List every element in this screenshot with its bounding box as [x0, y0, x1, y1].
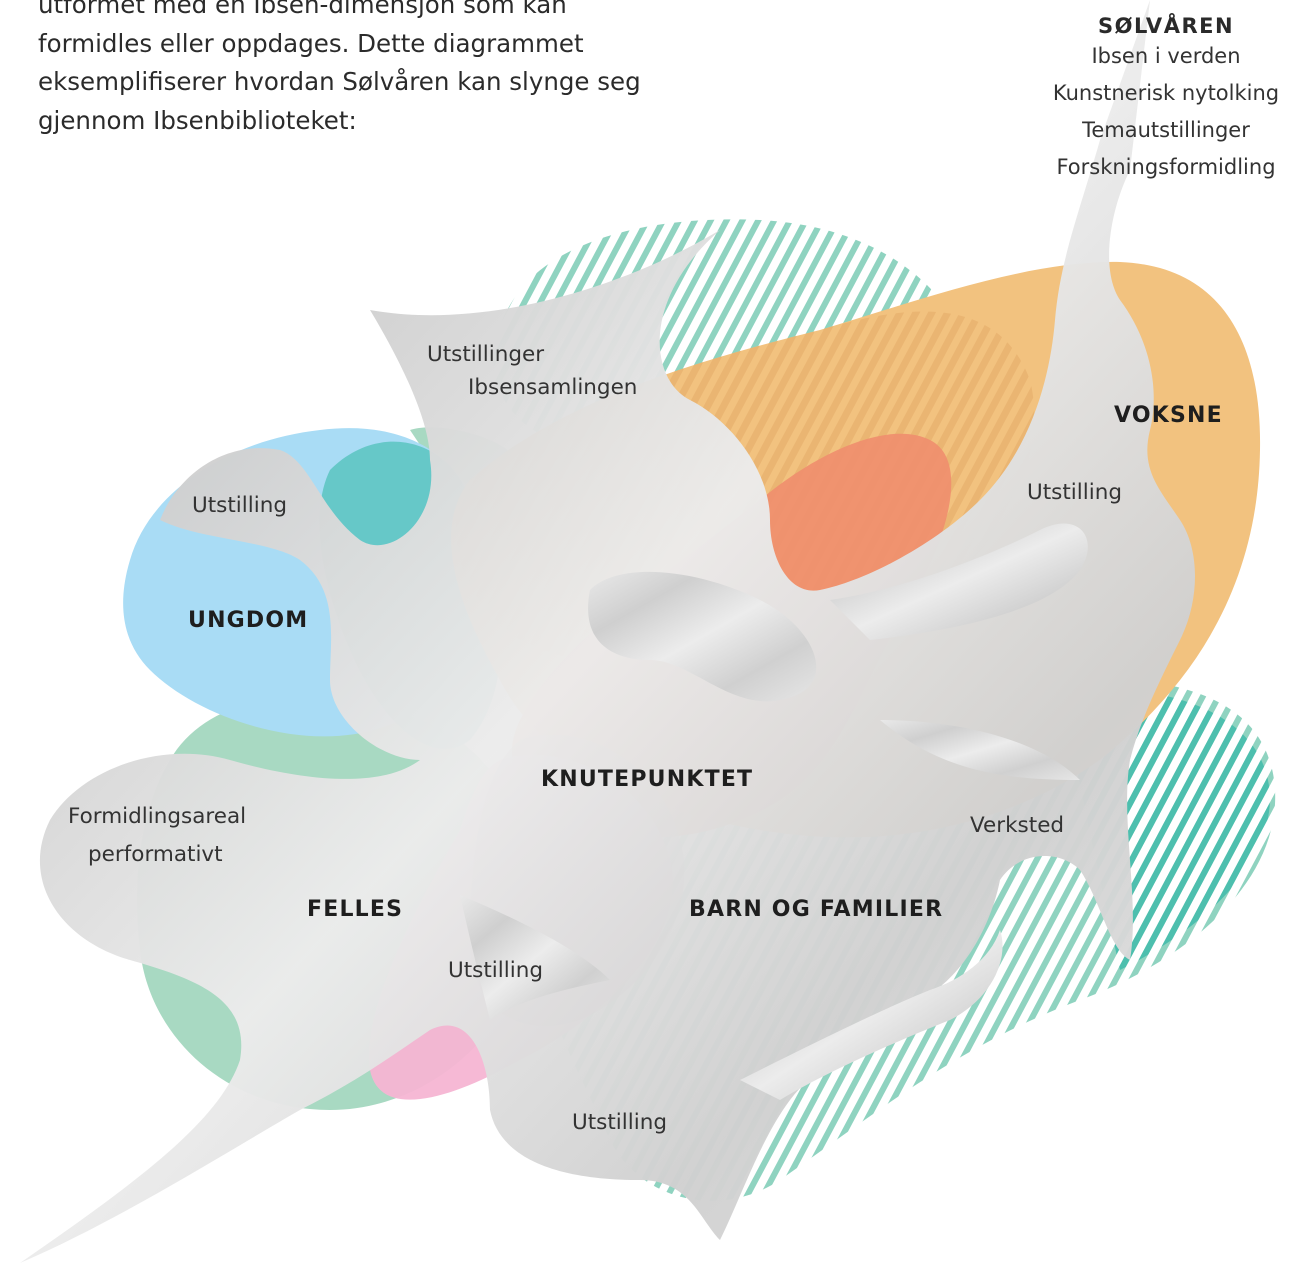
legend-item: Temautstillinger	[1082, 118, 1250, 142]
solvaren-bottom-branch	[740, 930, 1003, 1100]
intro-line: formidles eller oppdages. Dette diagramm…	[38, 28, 584, 58]
solvaren-upper-branch	[830, 523, 1088, 640]
intro-line: eksemplifiserer hvordan Sølvåren kan sly…	[38, 67, 641, 96]
zone-label-knutepunktet: KNUTEPUNKTET	[541, 767, 754, 792]
label-ibsensamlingen: Ibsensamlingen	[468, 375, 638, 400]
label-utstilling-voksne: Utstilling	[1027, 480, 1122, 505]
label-utstilling-felles: Utstilling	[448, 958, 543, 983]
intro-line: utformet med en Ibsen-dimensjon som kan	[38, 0, 567, 19]
intro-line: gjennom Ibsenbiblioteket:	[38, 105, 357, 135]
label-formidlingsareal: Formidlingsareal	[68, 804, 247, 829]
solvaren-right-branch	[880, 720, 1080, 780]
solvaren-felles-branch	[460, 895, 610, 1020]
label-utstillinger: Utstillinger	[427, 342, 545, 367]
label-utstilling-bottom: Utstilling	[572, 1110, 667, 1135]
solvaren-loop	[588, 571, 817, 702]
label-performativt: performativt	[88, 842, 223, 867]
zone-label-voksne: VOKSNE	[1114, 403, 1223, 428]
legend-item: Ibsen i verden	[1091, 44, 1241, 68]
legend-title: SØLVÅREN	[1097, 14, 1235, 38]
label-verksted: Verksted	[970, 813, 1065, 838]
legend-item: Kunstnerisk nytolking	[1052, 81, 1280, 105]
solvaren-legend: SØLVÅREN Ibsen i verden Kunstnerisk nyto…	[1031, 10, 1301, 186]
zone-label-barn-og-familier: BARN OG FAMILIER	[689, 897, 944, 922]
legend-item: Forskningsformidling	[1056, 155, 1276, 179]
zone-label-ungdom: UNGDOM	[188, 608, 309, 633]
zone-label-felles: FELLES	[307, 897, 404, 922]
intro-text: utformet med en Ibsen-dimensjon som kan …	[38, 0, 678, 140]
label-utstilling-ungdom: Utstilling	[192, 493, 287, 518]
